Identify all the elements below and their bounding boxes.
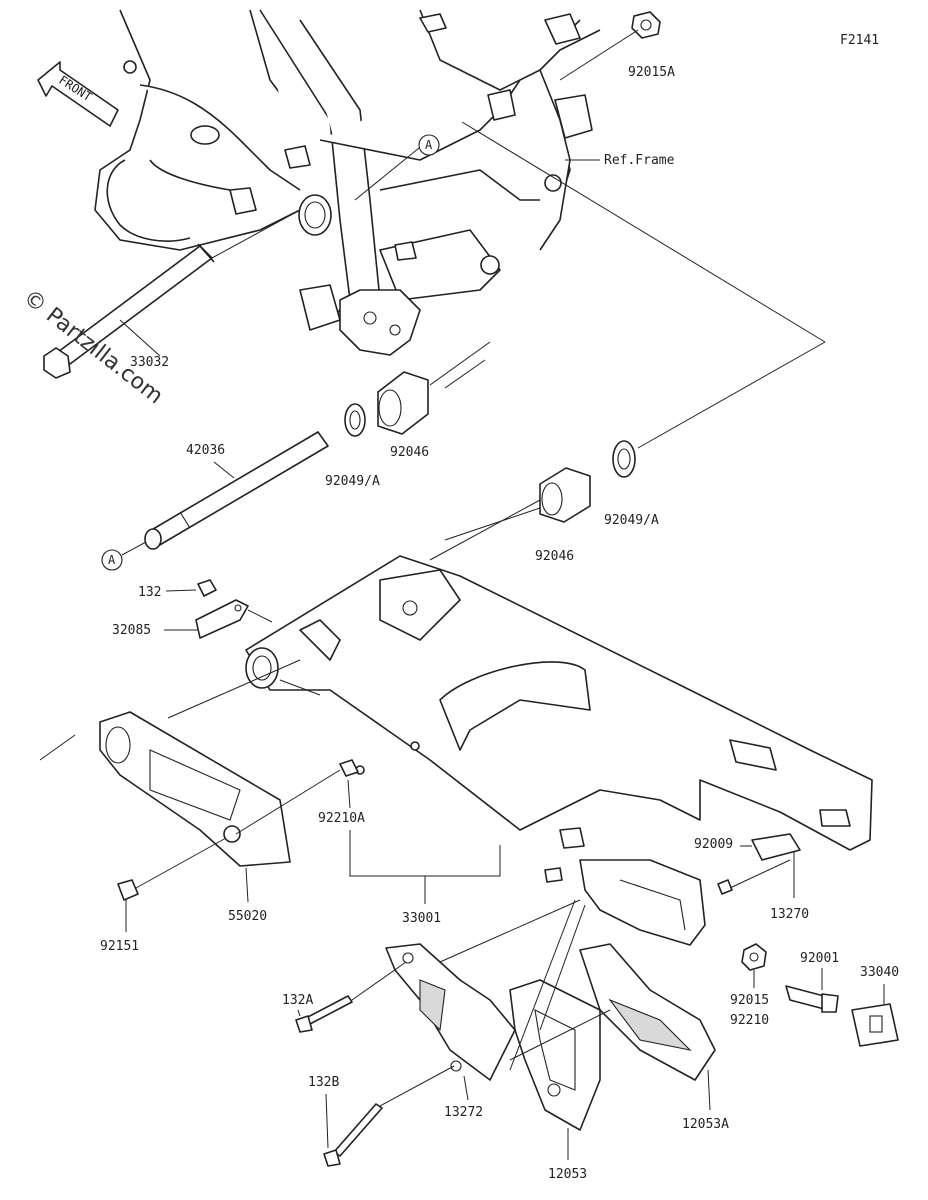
label-12053: 12053 [548,1167,587,1182]
part-132A-bolt: 132A [282,961,407,1033]
label-132A: 132A [282,993,313,1008]
part-33032-pivot-bolt: 33032 [43,209,301,379]
part-92015-nut: 92015 92210 [730,943,769,1028]
part-12053-chain-guide: 12053 [509,979,601,1182]
part-92001-bolt: 92001 [785,951,839,1013]
label-92015: 92015 [730,993,769,1008]
label-13270: 13270 [770,907,809,922]
part-33040-adjuster: 33040 [851,965,899,1047]
label-33032: 33032 [130,355,169,370]
label-92046-upper: 92046 [390,445,429,460]
label-92015A: 92015A [628,65,675,80]
label-33001: 33001 [402,911,441,926]
callout-a-lower-text: A [108,553,116,567]
ref-frame-label: Ref.Frame [604,153,675,168]
label-132: 132 [138,585,161,600]
label-92210: 92210 [730,1013,769,1028]
part-12053A-chain-guide: 12053A [509,943,729,1132]
label-42036: 42036 [186,443,225,458]
figure-code: F2141 [840,33,879,48]
part-92210A-bolt: 92210A [318,759,365,826]
label-33040: 33040 [860,965,899,980]
part-13272-guard-plate: 13272 [385,899,581,1120]
frame-assembly [94,9,601,356]
part-33001-swingarm [167,555,873,946]
label-92049A-lower: 92049/A [604,513,659,528]
front-arrow-icon: FRONT [37,61,119,127]
part-92151-bolt: 92151 [100,837,227,954]
part-92046-upper-bushing: 92046 [377,371,429,460]
part-55020-chain-guard: 55020 [99,711,341,924]
callout-a-upper-text: A [425,138,433,152]
label-32085: 32085 [112,623,151,638]
callout-a-upper [418,134,440,156]
part-32085-plate: 32085 [112,599,273,639]
part-92009-screw: 92009 [694,837,791,895]
part-92049A-upper-seal: 92049/A [325,403,380,489]
part-92046-lower-bushing: 92046 [535,467,591,564]
label-92046-lower: 92046 [535,549,574,564]
part-132B-bolt: 132B [308,1065,455,1167]
label-132B: 132B [308,1075,339,1090]
label-92009: 92009 [694,837,733,852]
label-55020: 55020 [228,909,267,924]
part-132-bolt: 132 [138,579,217,600]
part-13270-plate: 13270 [751,833,809,922]
part-92015A-nut: 92015A [559,11,675,81]
label-92210A: 92210A [318,811,365,826]
label-92049A-upper: 92049/A [325,474,380,489]
label-92001: 92001 [800,951,839,966]
label-13272: 13272 [444,1105,483,1120]
part-92049A-lower-seal: 92049/A [604,440,659,528]
label-92151: 92151 [100,939,139,954]
callout-a-lower [101,549,123,571]
part-42036-shaft: 42036 [144,431,329,550]
label-12053A: 12053A [682,1117,729,1132]
